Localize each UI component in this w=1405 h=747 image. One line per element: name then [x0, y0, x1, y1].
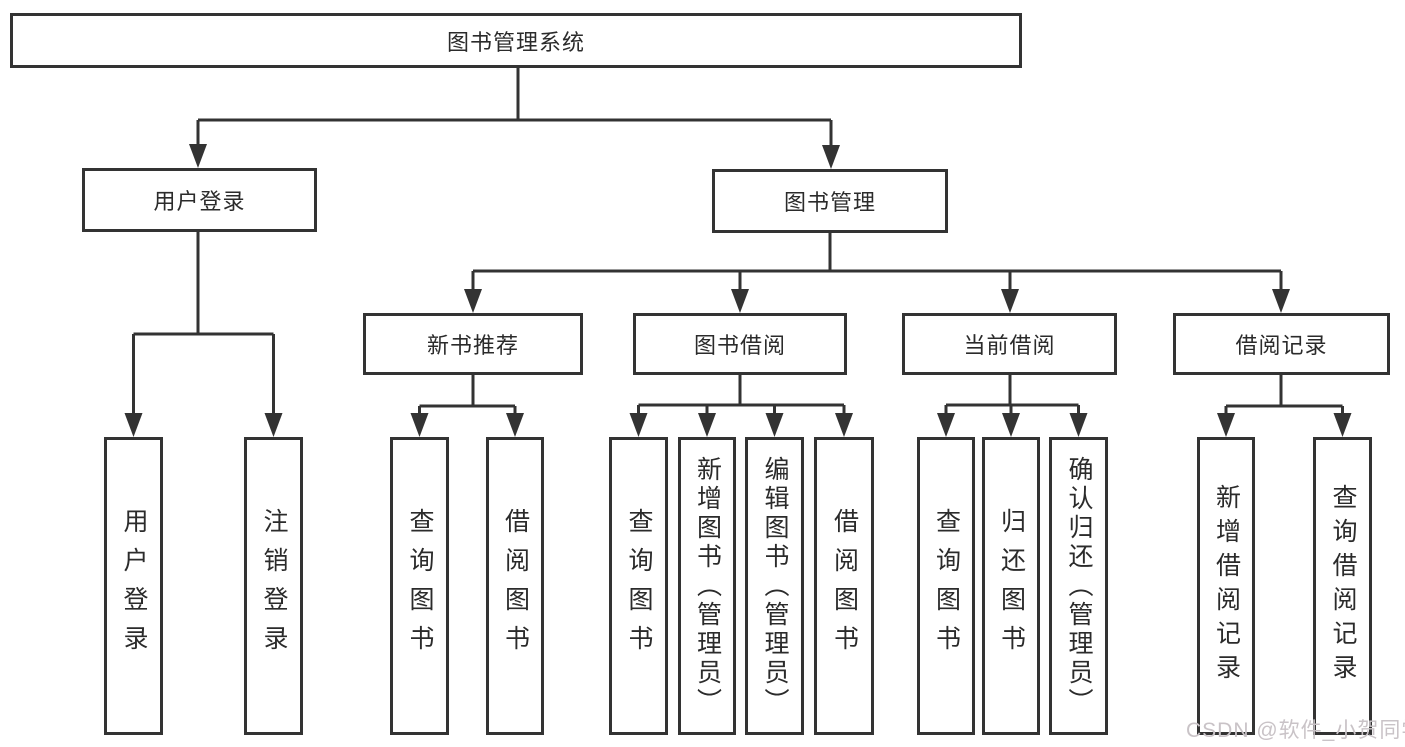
node-book-management-label: 图书管理 [783, 190, 876, 215]
node-new-book-recommend-label: 新书推荐 [426, 333, 519, 358]
leaf-query-books-recommend: 查询图书 [390, 437, 449, 735]
node-root-label: 图书管理系统 [446, 29, 585, 55]
node-book-management: 图书管理 [712, 169, 948, 233]
leaf-user-login: 用户登录 [104, 437, 163, 735]
node-user-login-label: 用户登录 [153, 189, 246, 214]
node-new-book-recommend: 新书推荐 [363, 313, 583, 375]
node-borrow-records: 借阅记录 [1173, 313, 1390, 375]
leaf-borrow-books-recommend: 借阅图书 [486, 437, 544, 735]
node-current-borrow-label: 当前借阅 [963, 333, 1056, 358]
leaf-edit-books-admin: 编辑图书（管理员） [745, 437, 804, 735]
leaf-query-books-current: 查询图书 [917, 437, 975, 735]
leaf-add-borrow-record: 新增借阅记录 [1197, 437, 1255, 735]
node-borrow-records-label: 借阅记录 [1235, 333, 1328, 358]
leaf-confirm-return-admin: 确认归还（管理员） [1049, 437, 1108, 735]
node-book-borrow-label: 图书借阅 [693, 333, 786, 358]
node-current-borrow: 当前借阅 [902, 313, 1117, 375]
node-book-borrow: 图书借阅 [633, 313, 847, 375]
leaf-logout: 注销登录 [244, 437, 303, 735]
leaf-query-books-borrow: 查询图书 [609, 437, 668, 735]
leaf-borrow-books: 借阅图书 [814, 437, 874, 735]
leaf-query-borrow-record: 查询借阅记录 [1313, 437, 1372, 735]
node-user-login: 用户登录 [82, 168, 317, 232]
csdn-watermark: CSDN @软件_小贺同学 [1186, 719, 1405, 742]
node-root: 图书管理系统 [10, 13, 1022, 68]
leaf-return-books: 归还图书 [982, 437, 1040, 735]
leaf-add-books-admin: 新增图书（管理员） [678, 437, 736, 735]
